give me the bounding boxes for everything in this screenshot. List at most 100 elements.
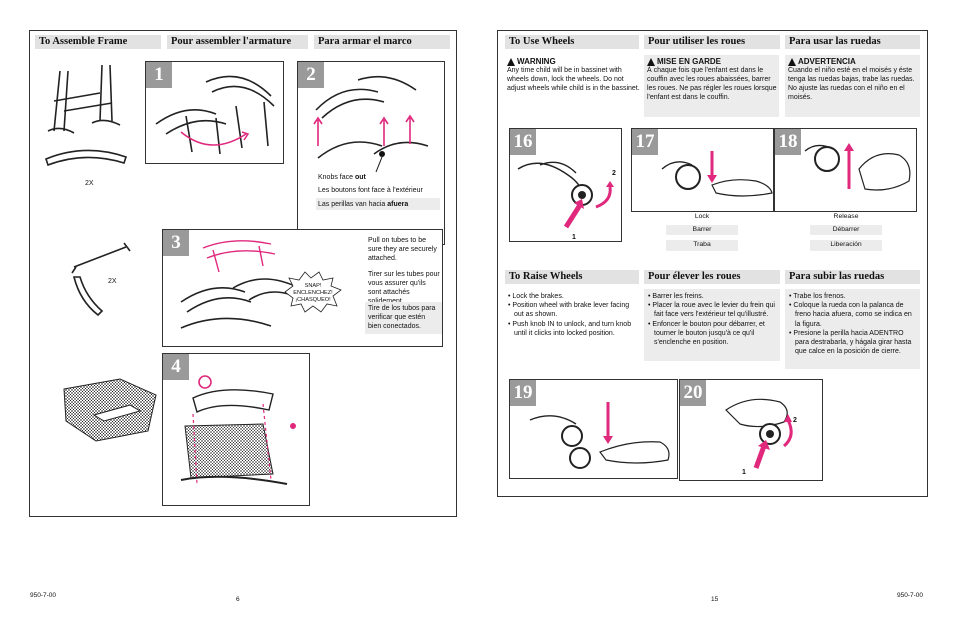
pull-text-fr: Tirer sur les tubes pour vous assurer qu… (368, 271, 440, 305)
step-19-illustration (529, 402, 670, 469)
release-label-fr: Débarrer (832, 226, 860, 233)
raise-fr-item-1: • Barrer les freins. (648, 293, 704, 300)
arrow-label-16-1: 1 (572, 234, 576, 241)
qty-label-top: 2X (85, 180, 94, 187)
header-assemble-es: Para armar el marco (314, 35, 450, 49)
step-17-illustration (661, 151, 773, 197)
release-label-es: Liberación (830, 241, 862, 248)
header-use-en: To Use Wheels (505, 35, 639, 49)
step-16-illustration (517, 161, 614, 229)
warning-fr: MISE EN GARDE À chaque fois que l'enfant… (647, 57, 777, 102)
raise-fr-text-1: Barrer les freins. (652, 293, 704, 300)
pull-text-es-box (365, 302, 442, 334)
snap-text: SNAP! ENCLENCHEZ! ¡CHASQUEO! (289, 283, 337, 304)
lock-label-en: Lock (694, 213, 710, 220)
step-17-panel: 17 (631, 128, 774, 212)
step-3-number: 3 (163, 230, 189, 256)
right-page-panel: To Use Wheels Pour utiliser les roues Pa… (497, 30, 928, 497)
step-2-number: 2 (298, 62, 324, 88)
pull-text-es: Tire de los tubos para verificar que est… (368, 305, 436, 330)
basket-illustration (63, 378, 157, 442)
raise-en-item-3: • Push knob IN to unlock, and turn knob … (508, 320, 632, 337)
knobs-es-pre: Las perillas van hacia (318, 201, 388, 208)
header-assemble-fr: Pour assembler l'armature (167, 35, 308, 49)
raise-fr-text-2: Placer la roue avec le levier du frein q… (652, 302, 775, 319)
release-label-es-box (810, 240, 882, 251)
raise-list-es: • Trabe los frenos. • Coloque la rueda c… (788, 292, 918, 356)
raise-fr-box (644, 289, 780, 361)
raise-en-text-3: Push knob IN to unlock, and turn knob un… (512, 320, 632, 337)
raise-es-item-3: • Presione la perilla hacia ADENTRO para… (789, 329, 912, 356)
step-4-panel: 4 (162, 353, 310, 506)
warning-icon (788, 57, 796, 66)
warning-en-text: Any time child will be in bassinet with … (507, 67, 640, 92)
step-1-panel: 1 (145, 61, 284, 164)
step-18-illustration (804, 143, 911, 191)
step-3-panel: 3 SNAP! ENCLENCHEZ! ¡CHASQUEO! Pull on t… (162, 229, 443, 347)
warning-fr-head: MISE EN GARDE (647, 57, 777, 66)
step-20-panel: 20 1 2 (679, 379, 823, 481)
step-1-illustration (155, 75, 275, 155)
warning-es-head: ADVERTENCIA (788, 57, 918, 66)
arrow-label-16-2: 2 (612, 170, 616, 177)
step-1-number: 1 (146, 62, 172, 88)
warning-es: ADVERTENCIA Cuando el niño esté en el mo… (788, 57, 918, 102)
step-18-number: 18 (775, 129, 801, 155)
raise-es-item-2: • Coloque la rueda con la palanca de fre… (789, 302, 912, 328)
lock-label-es: Traba (693, 241, 711, 248)
step-4-illustration (180, 375, 296, 485)
warning-es-box (785, 55, 920, 117)
step-19-number: 19 (510, 380, 536, 406)
step-17-number: 17 (632, 129, 658, 155)
header-use-fr: Pour utiliser les roues (644, 35, 780, 49)
raise-fr-item-2: • Placer la roue avec le levier du frein… (648, 302, 775, 319)
raise-es-text-2: Coloque la rueda con la palanca de freno… (793, 302, 912, 328)
knobs-text-es-box (316, 198, 440, 210)
knobs-text-fr: Les boutons font face à l'extérieur (318, 187, 423, 194)
warning-en-head: WARNING (507, 57, 641, 66)
warning-icon (507, 57, 515, 66)
snap-line-1: SNAP! (304, 283, 322, 289)
warning-icon (647, 57, 655, 66)
warning-en-title: WARNING (517, 57, 556, 66)
warning-es-title: ADVERTENCIA (798, 57, 856, 66)
raise-fr-text-3: Enfoncer le bouton pour débarrer, et tou… (652, 320, 765, 347)
lock-label-es-box (666, 240, 738, 251)
raise-en-item-2: • Position wheel with brake lever facing… (508, 302, 630, 319)
header-use-es: Para usar las ruedas (785, 35, 920, 49)
tube-parts-illustration (71, 242, 131, 317)
arrow-label-20-1: 1 (742, 469, 746, 476)
warning-es-text: Cuando el niño esté en el moisés y éste … (788, 67, 915, 101)
knobs-text-en: Knobs face out (318, 173, 443, 182)
raise-es-text-1: Trabe los frenos. (793, 293, 846, 300)
step-4-number: 4 (163, 354, 189, 380)
qty-label-mid: 2X (108, 278, 117, 285)
knobs-en-bold: out (354, 174, 366, 181)
lock-label-fr: Barrer (692, 226, 712, 233)
arrow-label-20-2: 2 (793, 417, 797, 424)
header-assemble-en: To Assemble Frame (35, 35, 161, 49)
lock-label-fr-box (666, 225, 738, 235)
warning-en: WARNING Any time child will be in bassin… (507, 57, 641, 93)
raise-list-fr: • Barrer les freins. • Placer la roue av… (647, 292, 778, 347)
step-19-panel: 19 (509, 379, 678, 479)
step-16-panel: 16 1 2 (509, 128, 622, 242)
left-footer-code: 950-7-00 (30, 592, 57, 599)
frame-parts-illustration (45, 64, 128, 167)
warning-fr-box (644, 55, 779, 117)
release-label-en: Release (833, 213, 859, 220)
snap-burst-shape (284, 271, 342, 313)
header-raise-es: Para subir las ruedas (785, 270, 920, 284)
warning-fr-text: À chaque fois que l'enfant est dans le c… (647, 67, 777, 101)
raise-es-box (785, 289, 920, 369)
left-page-panel: To Assemble Frame Pour assembler l'armat… (29, 30, 457, 517)
knobs-en-pre: Knobs face (318, 174, 355, 181)
raise-en-text-2: Position wheel with brake lever facing o… (512, 302, 630, 319)
release-label-fr-box (810, 225, 882, 235)
pull-text-en: Pull on tubes to be sure they are secure… (368, 237, 437, 262)
raise-es-item-1: • Trabe los frenos. (789, 293, 846, 300)
step-18-panel: 18 (774, 128, 917, 212)
left-page-number: 6 (236, 596, 240, 603)
step-2-panel: 2 Knobs face out Les boutons font face à… (297, 61, 445, 245)
right-page-number: 15 (711, 596, 719, 603)
